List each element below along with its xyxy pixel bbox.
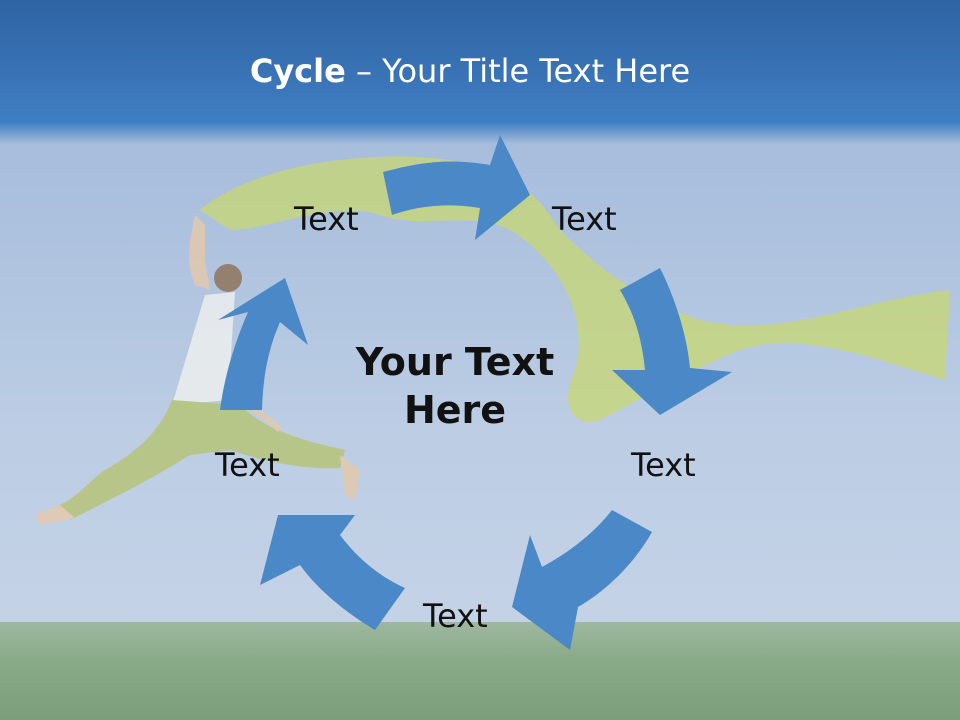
cycle-arrow-5 (218, 278, 308, 410)
node-label-top-left: Text (294, 200, 359, 238)
node-label-right: Text (631, 446, 696, 484)
cycle-arrow-1 (383, 135, 530, 240)
cycle-arrow-4 (260, 515, 405, 630)
scarf-shape (200, 156, 950, 422)
node-label-left: Text (215, 446, 280, 484)
slide-title: Cycle – Your Title Text Here (0, 52, 940, 90)
title-bold: Cycle (249, 52, 346, 90)
jumping-figure (35, 215, 360, 525)
center-text: Your Text Here (355, 340, 555, 432)
node-label-bottom: Text (423, 597, 488, 635)
node-label-top-right: Text (552, 200, 617, 238)
cycle-arrow-3 (512, 510, 652, 650)
cycle-arrow-2 (612, 268, 732, 415)
title-rest: – Your Title Text Here (345, 52, 691, 90)
